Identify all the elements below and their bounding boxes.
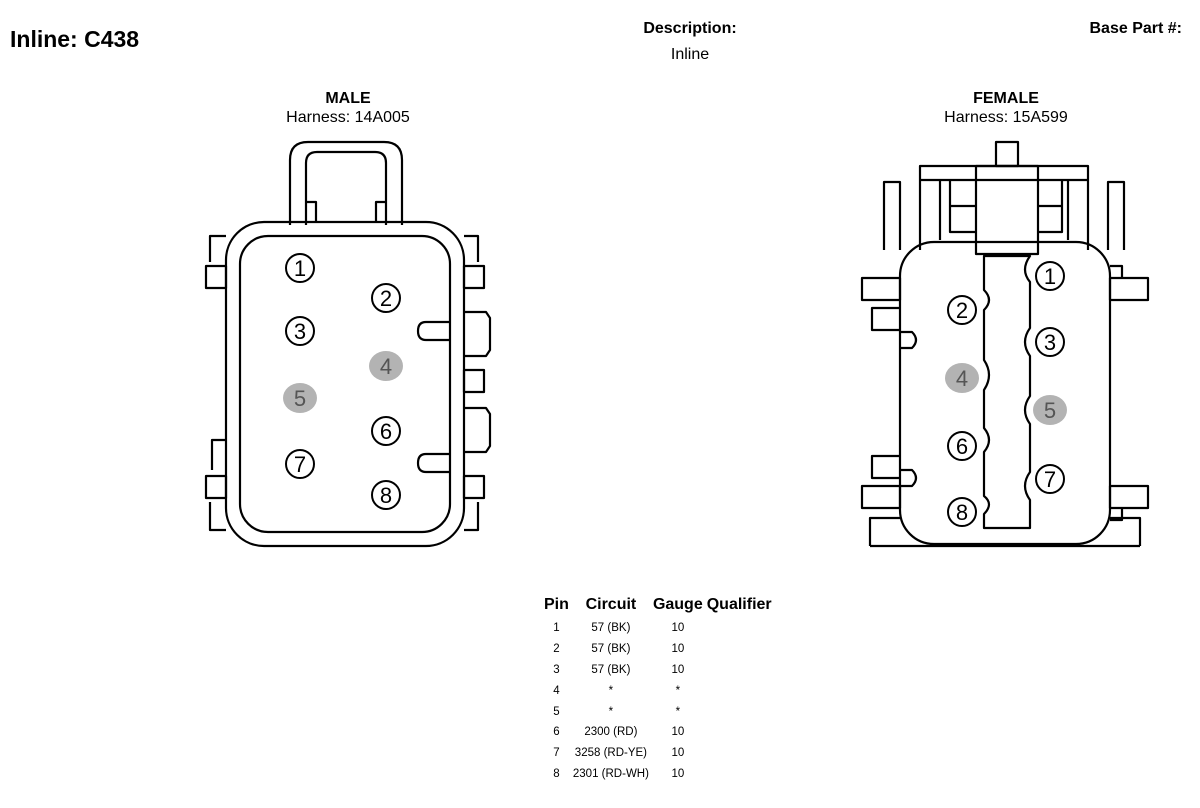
circuit-cell: *: [608, 705, 614, 718]
circuit-cell: 57 (BK): [591, 622, 631, 635]
svg-text:7: 7: [1044, 467, 1056, 492]
base-part-label: Base Part #:: [1089, 20, 1183, 37]
svg-text:1: 1: [1044, 264, 1056, 289]
header-pin: Pin: [544, 596, 569, 613]
pin-cell: 2: [553, 643, 560, 656]
qualifier-cell: [705, 618, 774, 639]
svg-text:7: 7: [294, 452, 306, 477]
qualifier-cell: [705, 639, 774, 660]
circuit-cell: 57 (BK): [591, 663, 631, 676]
circuit-cell: 57 (BK): [591, 643, 631, 656]
table-row: 4 * *: [542, 680, 774, 701]
description-label: Description:: [643, 20, 737, 37]
pin-cell: 6: [553, 726, 560, 739]
table-row: 1 57 (BK) 10: [542, 618, 774, 639]
svg-text:1: 1: [294, 256, 306, 281]
gauge-cell: *: [675, 705, 681, 718]
circuit-cell: 3258 (RD-YE): [574, 747, 648, 760]
male-pin-6: 6: [371, 416, 401, 446]
circuit-cell: 2301 (RD-WH): [572, 767, 649, 780]
female-harness: Harness: 15A599: [944, 109, 1068, 126]
svg-text:6: 6: [380, 419, 392, 444]
qualifier-cell: [705, 660, 774, 681]
male-pin-4: 4: [369, 351, 403, 381]
header-qualifier: Qualifier: [706, 596, 772, 613]
qualifier-cell: [705, 701, 774, 722]
female-pin-8: 8: [947, 497, 977, 527]
male-pin-8: 8: [371, 480, 401, 510]
table-row: 3 57 (BK) 10: [542, 660, 774, 681]
svg-text:6: 6: [956, 434, 968, 459]
table-row: 2 57 (BK) 10: [542, 639, 774, 660]
svg-text:3: 3: [294, 319, 306, 344]
female-pin-4: 4: [945, 363, 979, 393]
female-pin-1: 1: [1035, 261, 1065, 291]
gauge-cell: 10: [671, 747, 685, 760]
male-pin-3: 3: [285, 316, 315, 346]
pin-cell: 8: [553, 767, 560, 780]
gauge-cell: 10: [671, 643, 685, 656]
qualifier-cell: [705, 722, 774, 743]
header-circuit: Circuit: [585, 596, 637, 613]
svg-text:4: 4: [956, 366, 968, 391]
gauge-cell: 10: [671, 726, 685, 739]
svg-text:3: 3: [1044, 330, 1056, 355]
gauge-cell: 10: [671, 767, 685, 780]
qualifier-cell: [705, 764, 774, 785]
male-pin-2: 2: [371, 283, 401, 313]
circuit-cell: 2300 (RD): [584, 726, 638, 739]
svg-text:2: 2: [956, 298, 968, 323]
female-pin-2: 2: [947, 295, 977, 325]
pin-cell: 7: [553, 747, 560, 760]
gauge-cell: 10: [671, 663, 685, 676]
svg-text:8: 8: [956, 500, 968, 525]
pin-table-header: Pin Circuit Gauge Qualifier: [542, 596, 774, 618]
female-pin-6: 6: [947, 431, 977, 461]
table-row: 6 2300 (RD) 10: [542, 722, 774, 743]
pin-cell: 3: [553, 663, 560, 676]
pin-cell: 5: [553, 705, 560, 718]
pin-cell: 4: [553, 684, 560, 697]
header-gauge: Gauge: [652, 596, 703, 613]
male-label: MALE: [325, 90, 371, 107]
description-value: Inline: [670, 46, 710, 63]
pin-table: Pin Circuit Gauge Qualifier 1 57 (BK) 10 2…: [542, 596, 774, 784]
circuit-cell: *: [608, 684, 614, 697]
female-pin-5: 5: [1033, 395, 1067, 425]
table-row: 7 3258 (RD-YE) 10: [542, 743, 774, 764]
male-pin-5: 5: [283, 383, 317, 413]
svg-text:5: 5: [294, 386, 306, 411]
qualifier-cell: [705, 743, 774, 764]
male-harness: Harness: 14A005: [286, 109, 410, 126]
female-label: FEMALE: [973, 90, 1039, 107]
qualifier-cell: [705, 680, 774, 701]
male-pin-7: 7: [285, 449, 315, 479]
svg-text:2: 2: [380, 286, 392, 311]
svg-text:5: 5: [1044, 398, 1056, 423]
table-row: 5 * *: [542, 701, 774, 722]
svg-text:8: 8: [380, 483, 392, 508]
gauge-cell: *: [675, 684, 681, 697]
svg-text:4: 4: [380, 354, 392, 379]
female-pin-7: 7: [1035, 464, 1065, 494]
gauge-cell: 10: [671, 622, 685, 635]
male-pin-1: 1: [285, 253, 315, 283]
connector-title: Inline: C438: [10, 26, 140, 52]
table-row: 8 2301 (RD-WH) 10: [542, 764, 774, 785]
female-pin-3: 3: [1035, 327, 1065, 357]
pin-cell: 1: [553, 622, 560, 635]
